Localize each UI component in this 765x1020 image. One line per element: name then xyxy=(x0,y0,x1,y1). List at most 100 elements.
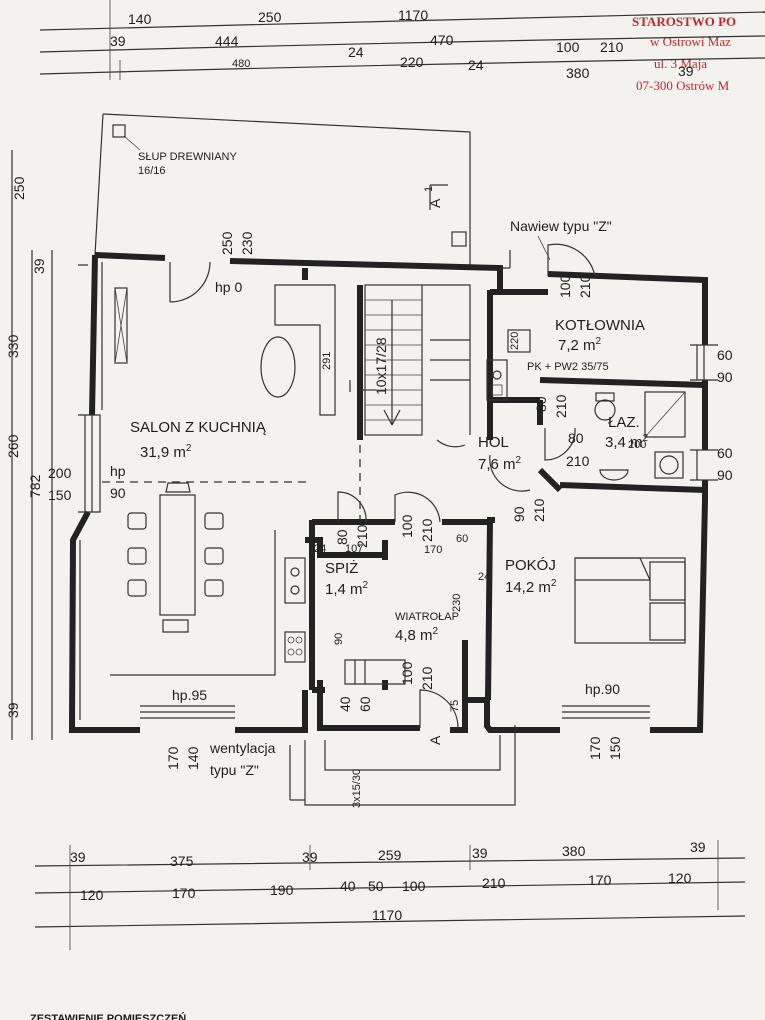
room-hol-name: HOL xyxy=(478,434,509,451)
washbasin xyxy=(599,469,629,481)
dim-top-444: 444 xyxy=(215,33,239,49)
level-hp-90: 90 xyxy=(110,485,126,501)
dim-210c: 210 xyxy=(566,453,590,469)
dim-230: 230 xyxy=(239,231,255,255)
dim-210b: 210 xyxy=(577,274,593,298)
dim-left-200: 200 xyxy=(48,465,72,481)
dim-210g: 210 xyxy=(419,666,435,690)
section-marker-a1-number: 1 xyxy=(423,186,435,192)
vent-label: Nawiew typu "Z" xyxy=(510,218,612,234)
dim-100b: 100 xyxy=(399,514,415,538)
interior-stairs xyxy=(364,284,471,436)
dim-bottom-1170: 1170 xyxy=(372,907,402,923)
level-hp90: hp.90 xyxy=(585,681,620,697)
dim-bottom-190: 190 xyxy=(270,882,294,898)
dim-left-39: 39 xyxy=(31,258,47,274)
dim-291: 291 xyxy=(321,352,333,370)
room-laz-name: ŁAZ. xyxy=(608,414,640,431)
room-laz-area: 3,4 m2 xyxy=(605,433,649,451)
dim-top-24a: 24 xyxy=(348,44,364,60)
dim-left-39b: 39 xyxy=(5,702,21,718)
dim-170: 170 xyxy=(424,544,442,556)
dim-bottom-380: 380 xyxy=(562,843,586,859)
dim-80a: 80 xyxy=(533,396,549,412)
dim-90c: 90 xyxy=(511,506,527,522)
dim-bottom-39b: 39 xyxy=(302,849,318,865)
windows xyxy=(78,287,718,719)
dim-top-480: 480 xyxy=(232,58,250,70)
section-marker-a1: A xyxy=(427,198,443,208)
dim-150: 150 xyxy=(607,736,623,760)
dim-210e: 210 xyxy=(354,524,370,548)
chimney xyxy=(486,359,508,401)
dim-90b: 90 xyxy=(717,467,733,483)
dim-100c: 100 xyxy=(399,661,415,685)
dim-bottom-259: 259 xyxy=(378,847,402,863)
dim-top-470: 470 xyxy=(430,32,454,48)
dim-60d: 60 xyxy=(357,696,373,712)
washing-machine xyxy=(654,451,684,479)
dim-bottom-50: 50 xyxy=(368,878,384,894)
room-salon-name: SALON Z KUCHNIĄ xyxy=(130,419,267,436)
dim-75: 75 xyxy=(449,700,461,712)
level-hp0: hp 0 xyxy=(215,279,242,295)
dim-bottom-40: 40 xyxy=(340,878,356,894)
dim-bottom-375: 375 xyxy=(170,853,194,869)
dim-90d: 90 xyxy=(333,633,345,645)
chimney-label: PK + PW2 35/75 xyxy=(527,361,609,373)
dim-220: 220 xyxy=(509,332,521,350)
dim-top-24b: 24 xyxy=(468,57,484,73)
dim-top-220: 220 xyxy=(400,54,424,70)
dim-top-100: 100 xyxy=(556,39,580,55)
inner-dimension-labels: 250 230 291 220 80 210 100 210 60 90 60 … xyxy=(165,231,733,770)
dim-top-39b: 39 xyxy=(678,63,694,79)
dim-90a: 90 xyxy=(717,369,733,385)
dim-40: 40 xyxy=(337,696,353,712)
room-pokoj-name: POKÓJ xyxy=(505,557,556,574)
dim-107: 107 xyxy=(345,543,363,555)
dim-top-210: 210 xyxy=(600,39,624,55)
stamp-line-4: 07-300 Ostrów M xyxy=(636,78,730,93)
dim-top-39: 39 xyxy=(110,33,126,49)
room-wiatrolap-area: 4,8 m2 xyxy=(395,626,439,644)
front-stairs-label: 3x15/30 xyxy=(351,769,363,808)
room-wiatrolap-name: WIATROŁAP xyxy=(395,611,459,623)
dim-bottom-210: 210 xyxy=(482,875,506,891)
section-marker-a: A xyxy=(427,735,443,745)
ventilation-label: wentylacja xyxy=(209,740,276,756)
ventilation-type-label: typu "Z" xyxy=(210,762,259,778)
dim-80b: 80 xyxy=(568,430,584,446)
kitchen-stove xyxy=(284,631,306,663)
dim-left-250: 250 xyxy=(11,176,27,200)
dim-bottom-39a: 39 xyxy=(70,849,86,865)
dim-60c: 60 xyxy=(456,533,468,545)
furniture xyxy=(127,329,686,663)
dim-170c: 170 xyxy=(587,736,603,760)
stairs-label: 10x17/28 xyxy=(373,337,389,395)
kitchen-island xyxy=(260,336,296,398)
annotations: Nawiew typu "Z" PK + PW2 35/75 10x17/28 … xyxy=(110,218,620,808)
dashed-lines xyxy=(102,445,361,520)
dim-bottom-120a: 120 xyxy=(80,887,104,903)
room-pokoj-area: 14,2 m2 xyxy=(505,578,557,596)
bottom-dimension-lines: 39 375 39 259 39 380 39 120 170 190 40 5… xyxy=(34,839,746,950)
toilet xyxy=(594,399,616,421)
dim-140: 140 xyxy=(185,746,201,770)
room-salon-area: 31,9 m2 xyxy=(140,443,192,461)
dim-bottom-170b: 170 xyxy=(588,872,612,888)
room-spiz-name: SPIŻ xyxy=(325,559,358,577)
post-dim: 16/16 xyxy=(138,165,166,177)
dim-210d: 210 xyxy=(531,498,547,522)
dim-left-782: 782 xyxy=(27,474,43,498)
level-hp95: hp.95 xyxy=(172,687,207,703)
dim-24b: 24 xyxy=(478,571,490,583)
footer-heading: ZESTAWIENIE POMIESZCZEŃ xyxy=(30,1012,186,1020)
dim-80c: 80 xyxy=(334,529,350,545)
dim-top-140: 140 xyxy=(128,11,152,27)
dim-bottom-100: 100 xyxy=(402,878,426,894)
room-kotlownia-name: KOTŁOWNIA xyxy=(555,317,645,334)
dim-250: 250 xyxy=(219,231,235,255)
dim-200: 200 xyxy=(628,439,646,451)
dim-210a: 210 xyxy=(553,394,569,418)
